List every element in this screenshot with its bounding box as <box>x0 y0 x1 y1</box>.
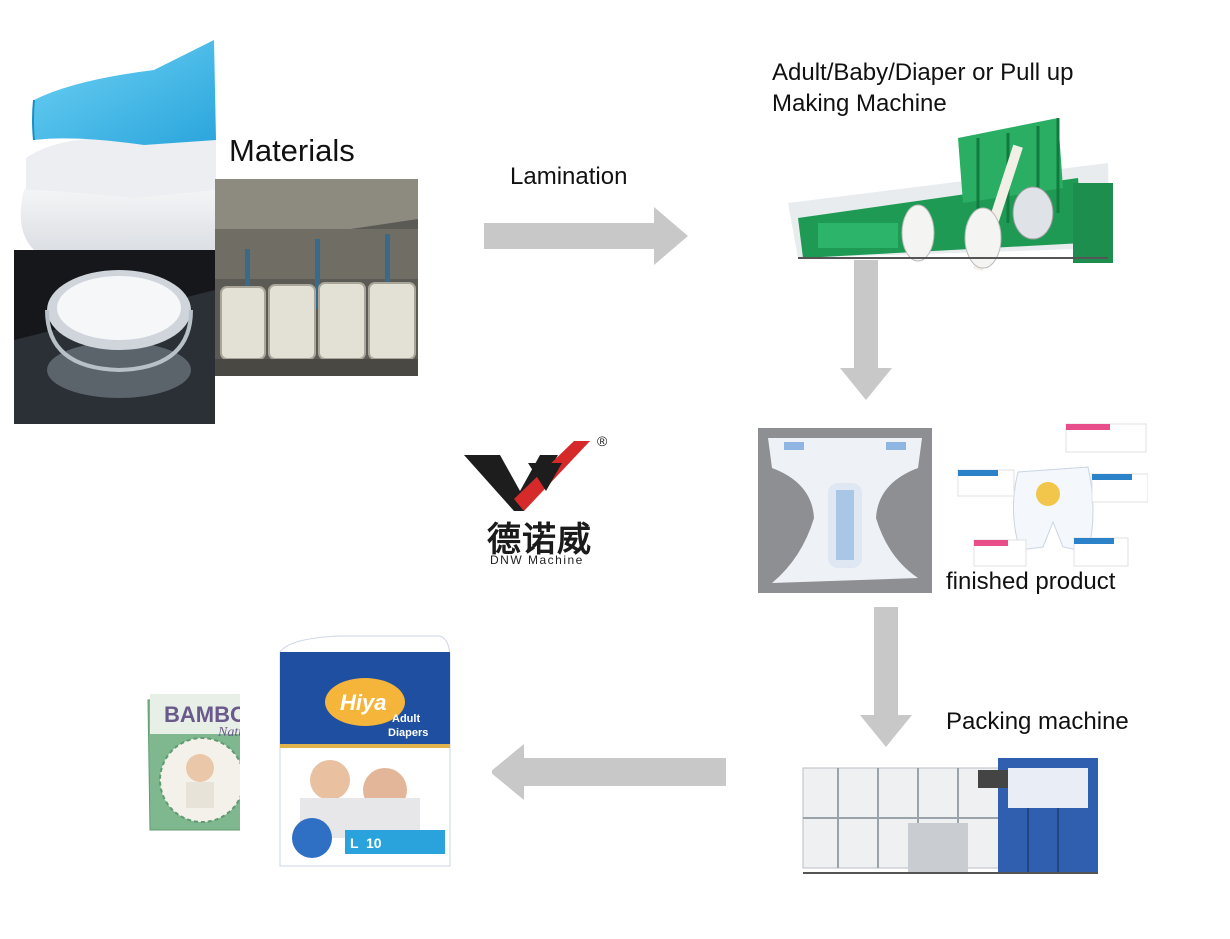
bambo-brand-text: BAMBO <box>164 702 247 727</box>
making-machine-label-line1: Adult/Baby/Diaper or Pull up <box>772 59 1074 86</box>
dnw-logo <box>462 433 614 573</box>
fabric-rolls-image <box>14 40 216 250</box>
hiya-line2-text: Diapers <box>388 727 428 739</box>
sap-powder-image <box>14 250 215 424</box>
diaper-making-machine-image <box>778 108 1130 293</box>
packing-machine-label: Packing machine <box>946 708 1129 735</box>
arrow-down-icon-2 <box>860 607 912 747</box>
hiya-line1-text: Adult <box>392 713 420 725</box>
packing-machine-image <box>798 748 1103 883</box>
arrow-left-icon <box>490 744 726 800</box>
arrow-down-icon-1 <box>840 260 892 400</box>
diaper-packs-image: BAMBO Nature 4 30 Hiya Adult Diapers L 1… <box>140 630 492 878</box>
materials-label: Materials <box>229 133 355 168</box>
finished-diaper-photo <box>758 428 932 593</box>
hiya-brand-text: Hiya <box>340 690 386 715</box>
arrow-right-icon <box>484 207 688 265</box>
pull-up-features-diagram <box>948 422 1149 572</box>
hiya-size-text: L <box>350 835 359 851</box>
warehouse-rolls-image <box>215 179 418 376</box>
lamination-label: Lamination <box>510 163 628 190</box>
finished-product-label: finished product <box>946 568 1116 595</box>
hiya-count-text: 10 <box>366 835 382 851</box>
logo-english-name: DNW Machine <box>490 553 584 567</box>
making-machine-label: Adult/Baby/Diaper or Pull up Making Mach… <box>772 57 1074 119</box>
registered-mark: ® <box>597 433 608 449</box>
making-machine-label-line2: Making Machine <box>772 90 947 117</box>
logo-chinese-name: 德诺威 <box>487 520 592 560</box>
